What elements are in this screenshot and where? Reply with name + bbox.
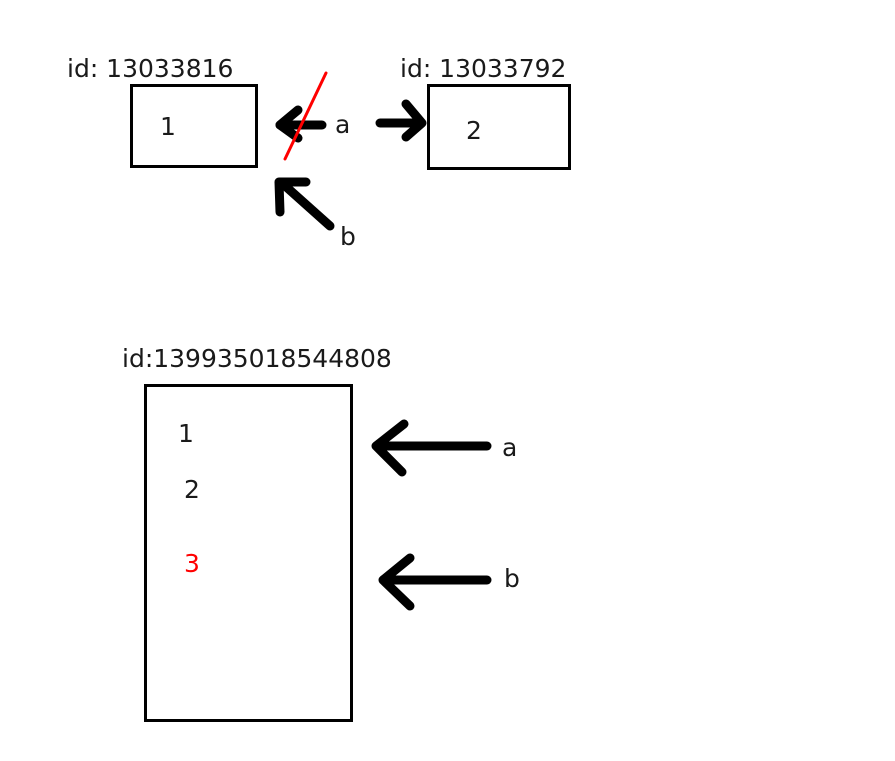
list-item-3-new: 3 [184,549,200,578]
var-a-label-1: a [335,110,351,139]
arrow-b-to-list [378,553,492,611]
var-b-label-2: b [504,564,520,593]
obj-id-label: id:139935018544808 [122,344,392,373]
obj1-value: 1 [160,112,176,141]
obj2-id-label: id: 13033792 [400,54,567,83]
var-b-label-1: b [340,222,356,251]
arrow-a-to-list [371,419,492,477]
arrow-a-to-obj2 [375,99,427,142]
list-item-2: 2 [184,475,200,504]
var-a-label-2: a [502,433,518,462]
obj1-box [130,84,258,168]
strike-line [283,71,328,161]
obj1-id-label: id: 13033816 [67,54,234,83]
arrow-b-to-obj1 [274,177,335,231]
list-item-1: 1 [178,419,194,448]
list-box [144,384,353,722]
obj2-box [427,84,571,170]
obj2-value: 2 [466,116,482,145]
